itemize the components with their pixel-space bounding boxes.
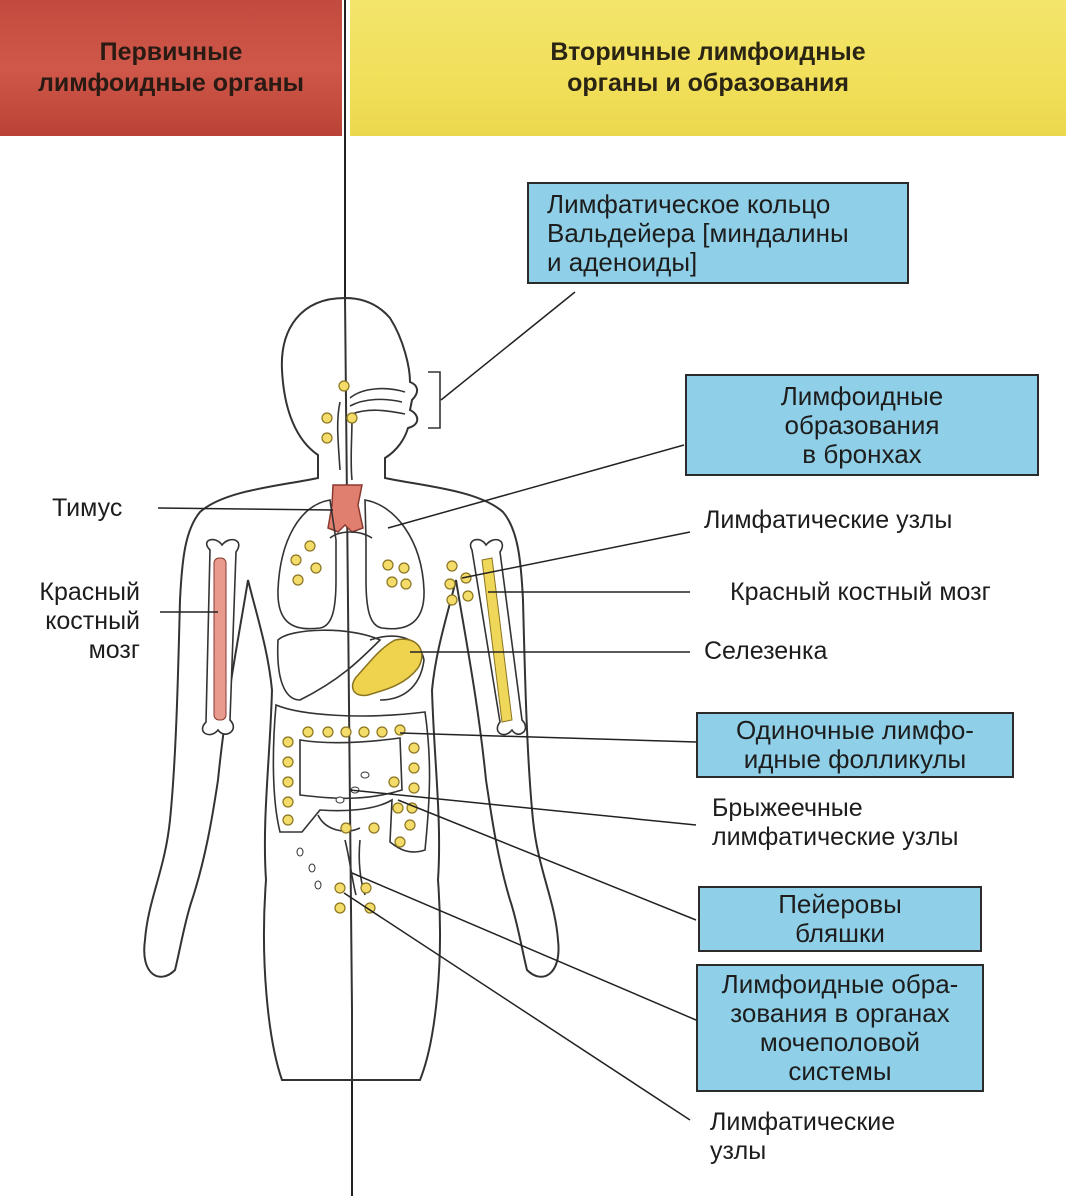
lymph-nodes-lower-label: Лимфатические узлы [710,1108,895,1166]
right-humerus [471,540,526,735]
leader-waldeyer [441,292,575,400]
spleen-shape [353,639,422,695]
throat-bracket [428,372,440,428]
bronchi-lymphoid-box: Лимфоидные образования в бронхах [685,374,1039,476]
lymph-nodes [283,381,473,913]
leader-urogenital [352,873,696,1020]
lymph-nodes-upper-label: Лимфатические узлы [704,506,952,535]
red-marrow-right-label: Красный костный мозг [730,578,991,607]
leader-lines [158,292,696,1120]
thymus-label: Тимус [52,494,122,523]
leader-peyer [398,800,696,920]
left-humerus [203,540,239,735]
peyer-patches-text: Пейеровы бляшки [778,890,902,948]
mesenteric-nodes [297,772,369,889]
bronchi-lymphoid-text: Лимфоидные образования в бронхах [781,382,944,469]
right-lung [365,500,424,629]
waldeyer-ring-box: Лимфатическое кольцо Вальдейера [миндали… [527,182,909,284]
peyer-patches-box: Пейеровы бляшки [698,886,982,952]
spleen-label: Селезенка [704,637,827,666]
solitary-follicles-box: Одиночные лимфо- идные фолликулы [696,712,1014,778]
waldeyer-ring-text: Лимфатическое кольцо Вальдейера [миндали… [547,190,849,277]
leader-follicles [400,733,696,742]
urogenital-lymphoid-box: Лимфоидные обра- зования в органах мочеп… [696,964,984,1092]
nasopharynx [338,389,405,480]
solitary-follicles-text: Одиночные лимфо- идные фолликулы [736,716,974,774]
leader-thymus [158,508,333,510]
red-marrow-left-label: Красный костный мозг [12,578,140,665]
mesenteric-nodes-label: Брыжеечные лимфатические узлы [712,794,959,852]
urogenital-lymphoid-text: Лимфоидные обра- зования в органах мочеп… [722,970,959,1086]
left-lung [278,500,336,629]
